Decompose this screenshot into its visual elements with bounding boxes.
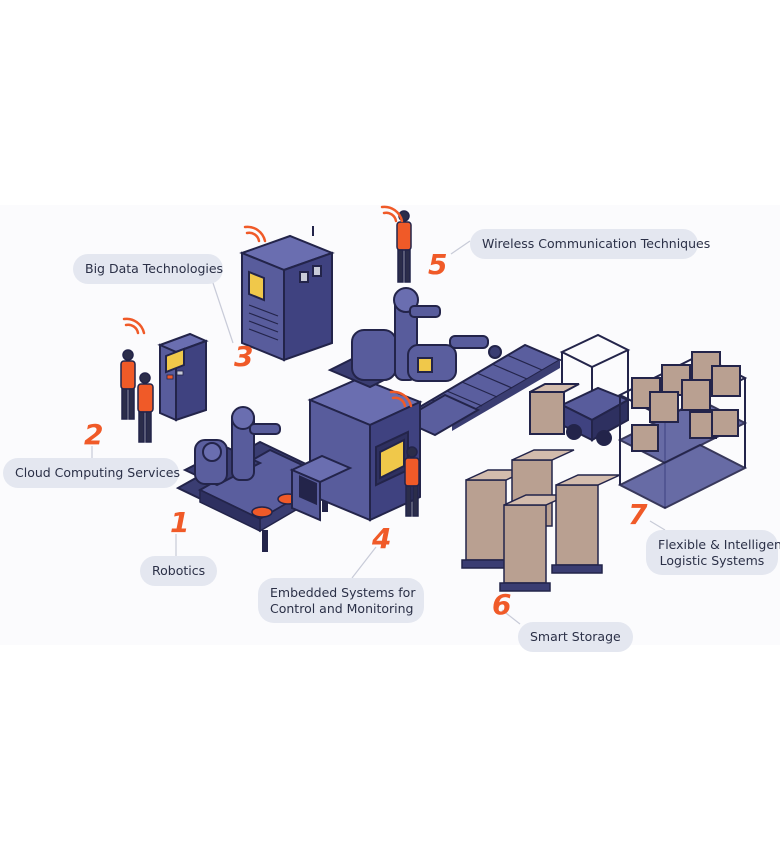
robot-arm-center: [327, 287, 502, 389]
label-logistic-line2: Logistic Systems: [659, 552, 765, 568]
label-cloud-computing: Cloud Computing Services: [3, 458, 180, 488]
label-number-4: 4: [372, 522, 392, 555]
label-wireless: Wireless Communication Techniques: [470, 229, 710, 259]
storage-rack: [617, 351, 748, 510]
robot-arm-left: [182, 406, 281, 487]
label-smart-storage: Smart Storage: [518, 622, 633, 652]
worker-group: [120, 210, 420, 517]
label-number-3: 3: [234, 340, 254, 373]
label-number-5: 5: [428, 248, 448, 281]
pallet-stacks: [461, 449, 621, 592]
control-panel: [157, 332, 209, 422]
label-robotics: Robotics: [140, 556, 218, 586]
label-embedded-line1: Embedded Systems for: [270, 585, 416, 600]
server-cabinet: [239, 226, 335, 362]
label-embedded-systems: Embedded Systems for Control and Monitor…: [258, 578, 424, 624]
label-number-7: 7: [628, 498, 648, 531]
label-embedded-line2: Control and Monitoring: [270, 600, 414, 616]
label-logistic-systems: Flexible & Intelligent Logistic Systems: [646, 530, 780, 576]
label-big-data: Big Data Technologies: [73, 254, 223, 284]
wifi-icon: [122, 205, 413, 408]
label-logistic-line1: Flexible & Intelligent: [658, 537, 780, 552]
pallet-stack: [499, 494, 569, 592]
leader-lines: [91, 240, 666, 625]
pallet-stack: [551, 474, 621, 574]
label-number-1: 1: [170, 506, 190, 539]
label-number-6: 6: [492, 588, 512, 621]
label-number-2: 2: [84, 418, 104, 451]
